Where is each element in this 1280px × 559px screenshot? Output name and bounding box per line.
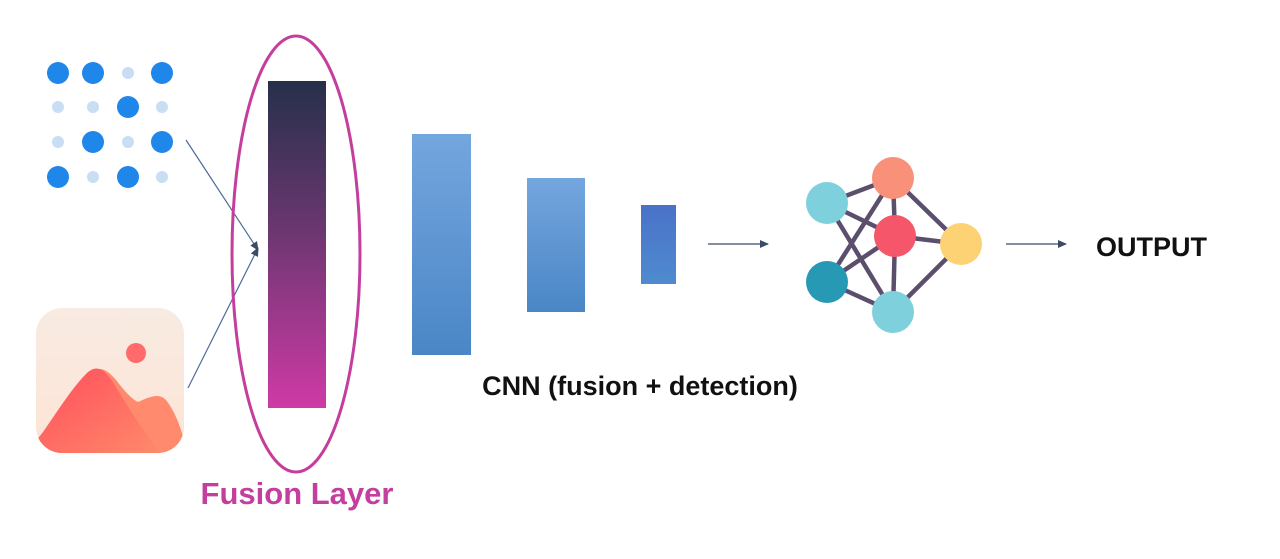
network-node-yellow xyxy=(940,223,982,265)
cnn-label: CNN (fusion + detection) xyxy=(482,371,798,401)
cnn-block-1 xyxy=(412,134,471,355)
image-icon xyxy=(36,308,184,453)
cnn-block-3 xyxy=(641,205,676,284)
cnn-blocks: CNN (fusion + detection) xyxy=(412,134,798,401)
network-node-cyan-top xyxy=(806,182,848,224)
network-node-red xyxy=(874,215,916,257)
network-node-coral xyxy=(872,157,914,199)
neural-network-icon xyxy=(806,157,982,333)
network-node-cyan-bottom xyxy=(872,291,914,333)
arrow-from-image xyxy=(187,247,259,389)
arrow-from-dots xyxy=(185,139,259,251)
input-arrows xyxy=(185,139,259,389)
fusion-layer-highlight-ellipse xyxy=(230,34,362,474)
output-label: OUTPUT xyxy=(1096,232,1208,262)
network-node-teal xyxy=(806,261,848,303)
fusion-layer-label: Fusion Layer xyxy=(201,476,394,511)
cnn-block-2 xyxy=(527,178,585,312)
point-cloud-dots-icon xyxy=(47,62,173,188)
fusion-layer: Fusion Layer xyxy=(201,34,394,511)
fusion-layer-bar xyxy=(268,81,326,408)
